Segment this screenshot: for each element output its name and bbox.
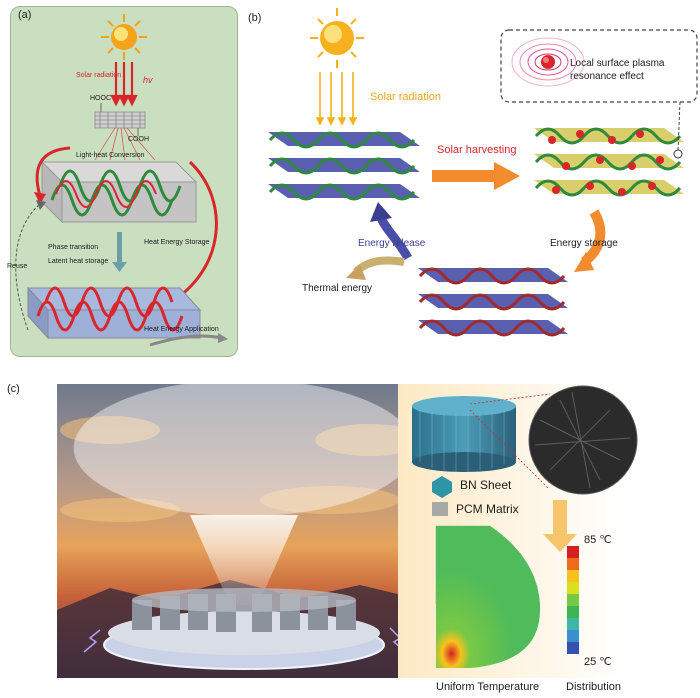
bn-sheet-legend: BN Sheet [460,478,511,492]
scale-min-label: 25 ℃ [584,655,612,668]
pcm-matrix-swatch [432,502,448,516]
caption-left: Uniform Temperature [436,681,539,693]
pcm-matrix-legend: PCM Matrix [456,502,519,516]
color-scale-bar [567,546,579,654]
caption-right: Distribution [566,681,621,693]
bn-cylinder [412,396,516,472]
scale-max-label: 85 ℃ [584,533,612,546]
sem-micrograph [529,386,637,494]
fresnel-lens [74,380,414,516]
